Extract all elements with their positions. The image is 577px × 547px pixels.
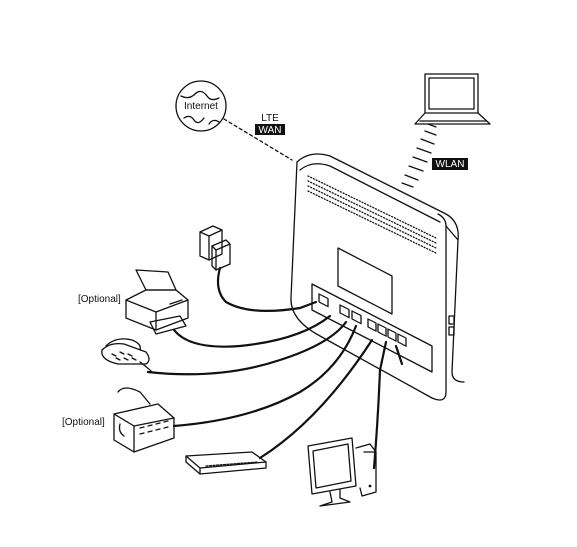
router-side-button [448, 326, 455, 336]
router-ports [318, 293, 407, 347]
printer-icon [125, 269, 189, 335]
router-device [290, 153, 465, 401]
internet-label: Internet [184, 101, 218, 112]
power-cable [216, 266, 318, 312]
optional-label-fax: [Optional] [62, 417, 105, 428]
desktop-cable [372, 340, 388, 470]
wan-dashed-link [223, 118, 293, 161]
router-port-panel [311, 283, 433, 373]
power-adapter-icon [199, 225, 231, 271]
lan-cable-router [394, 344, 404, 366]
wlan-label: WLAN [436, 159, 465, 170]
wan-badge: WAN [255, 124, 285, 136]
switch-cable [258, 338, 374, 460]
telephone-icon [101, 338, 153, 373]
wlan-signal-icon [401, 123, 437, 188]
wan-label: WAN [259, 125, 282, 136]
wlan-badge: WLAN [432, 158, 468, 170]
desktop-computer-icon [307, 437, 377, 507]
router-label-panel [337, 247, 393, 315]
network-switch-icon [185, 451, 267, 475]
internet-globe: Internet [175, 80, 227, 132]
router-vent-grille [307, 175, 437, 254]
telephone-cable [146, 320, 348, 376]
fax-machine-icon [113, 387, 175, 453]
printer-cable [172, 314, 332, 348]
fax-cable [172, 324, 358, 428]
laptop-icon [414, 73, 491, 125]
optional-label-printer: [Optional] [78, 294, 121, 305]
router-side-button [448, 315, 455, 325]
lte-label: LTE [261, 113, 279, 124]
